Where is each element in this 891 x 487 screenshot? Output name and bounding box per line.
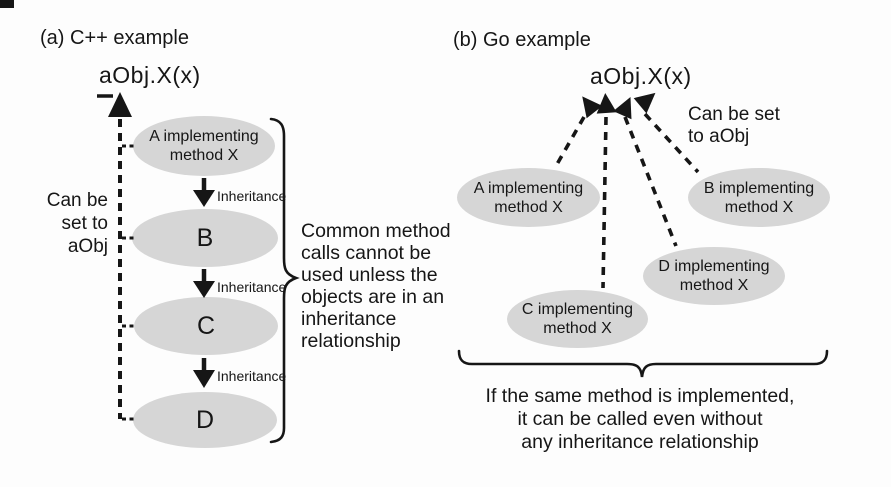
- call-line-from-a: [554, 116, 586, 167]
- go-class-a-label: A implementing method X: [473, 179, 584, 216]
- panel-a-title: (a) C++ example: [40, 27, 189, 49]
- inheritance-arrow-icon-2: [193, 269, 215, 298]
- inheritance-arrow-icon-3: [193, 358, 215, 388]
- panel-a-call-expression: aObj.X(x): [99, 62, 201, 88]
- go-class-c-ellipse: C implementing method X: [507, 290, 648, 348]
- call-arrowhead-icon-4: [633, 92, 656, 114]
- call-arrowhead-icon-1: [582, 96, 603, 119]
- go-class-b-ellipse: B implementing method X: [688, 168, 830, 227]
- go-class-d-label: D implementing method X: [658, 258, 770, 294]
- call-arrowhead-icon-3: [613, 96, 632, 120]
- bottom-brace: [457, 349, 829, 378]
- panel-b-title: (b) Go example: [453, 29, 591, 51]
- cpp-class-a-label: A implementing method X: [149, 128, 259, 164]
- cpp-class-d-label: D: [195, 405, 215, 434]
- inheritance-label-2: Inheritance: [217, 279, 287, 295]
- arrowhead-cluster: [582, 92, 656, 120]
- inheritance-label-3: Inheritance: [217, 368, 287, 384]
- cpp-class-d-ellipse: D: [133, 392, 277, 448]
- call-arrowhead-icon-2: [596, 93, 617, 114]
- corner-mark: [0, 0, 14, 8]
- inheritance-arrow-icon-1: [193, 178, 215, 207]
- go-class-c-label: C implementing method X: [521, 301, 634, 337]
- panel-b-bottom-note: If the same method is implemented, it ca…: [485, 385, 795, 453]
- cpp-class-b-ellipse: B: [132, 209, 278, 267]
- go-class-d-ellipse: D implementing method X: [643, 247, 785, 305]
- panel-a-side-note: Can be set to aObj: [46, 190, 108, 257]
- inheritance-label-1: Inheritance: [217, 188, 287, 204]
- go-class-b-label: B implementing method X: [703, 179, 815, 216]
- call-line-from-c: [601, 116, 608, 289]
- panel-b-side-note: Can be set to aObj: [688, 104, 780, 147]
- right-brace: [269, 117, 300, 444]
- panel-b-call-expression: aObj.X(x): [590, 63, 692, 89]
- up-arrowhead-icon: [108, 92, 132, 117]
- cpp-class-c-ellipse: C: [134, 297, 278, 355]
- panel-a-brace-note: Common method calls cannot be used unles…: [301, 220, 451, 352]
- cpp-class-c-label: C: [196, 311, 216, 340]
- go-class-a-ellipse: A implementing method X: [457, 168, 600, 227]
- cpp-class-a-ellipse: A implementing method X: [133, 116, 275, 176]
- call-line-from-b: [643, 112, 700, 174]
- call-line-from-d: [623, 116, 678, 247]
- cpp-class-b-label: B: [196, 223, 214, 252]
